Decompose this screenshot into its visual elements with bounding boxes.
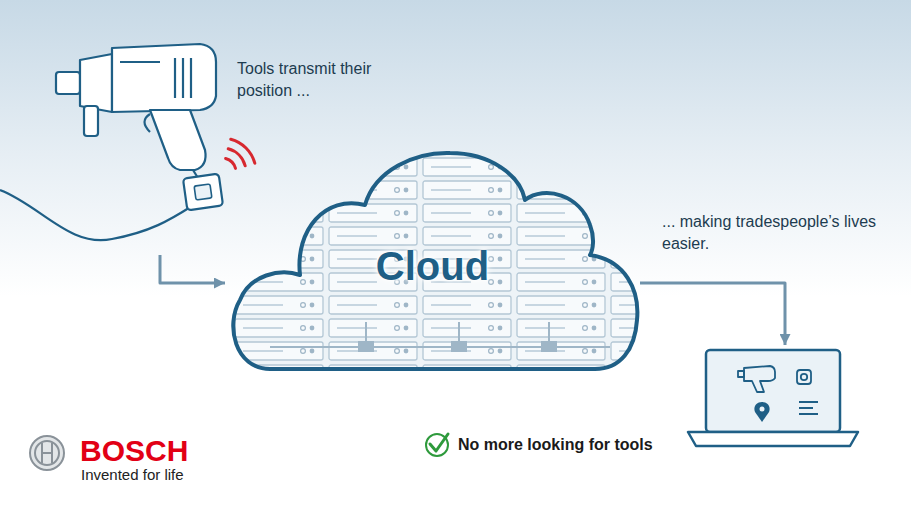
laptop-node: ... making tradespeople’s lives easier. — [690, 345, 860, 450]
benefit-note: No more looking for tools — [458, 436, 653, 454]
signal-waves — [226, 139, 255, 168]
node-heading: Tools transmit their position ... — [237, 58, 377, 101]
cloud-node: Cloud — [225, 150, 640, 372]
node-heading: ... making tradespeople’s lives easier. — [662, 211, 877, 254]
brand-slogan: Invented for life — [81, 467, 184, 484]
flow-arrow — [160, 255, 225, 283]
laptop-illustration — [688, 350, 858, 446]
brand-name: BOSCH — [80, 434, 188, 467]
tool-cord — [0, 190, 192, 240]
check-icon — [426, 434, 448, 456]
flow-arrow — [640, 283, 785, 345]
bosch-emblem — [30, 436, 64, 470]
drill-illustration — [56, 44, 216, 178]
node-heading: Cloud — [225, 244, 640, 288]
transmitter-box — [183, 174, 223, 211]
